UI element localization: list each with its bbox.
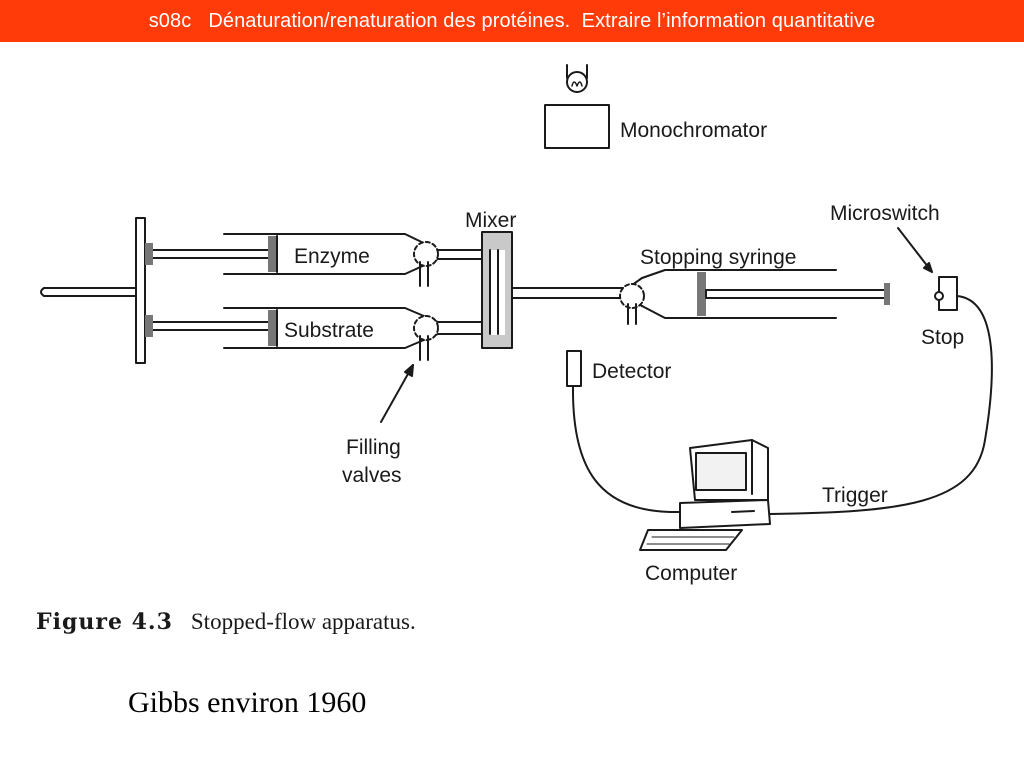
substrate-label: Substrate bbox=[284, 319, 374, 342]
microswitch-label: Microswitch bbox=[830, 202, 940, 225]
stopped-flow-diagram: Monochromator Mixer Microswitch Enzyme S… bbox=[40, 64, 993, 585]
enzyme-label: Enzyme bbox=[294, 245, 370, 268]
figure-caption: Figure 4.3 Stopped-flow apparatus. bbox=[36, 609, 416, 635]
computer-icon bbox=[639, 439, 771, 551]
source-note: Gibbs environ 1960 bbox=[128, 686, 367, 719]
computer-label: Computer bbox=[645, 562, 737, 585]
filling-valves-label-line2: valves bbox=[342, 464, 402, 487]
monochromator-box bbox=[544, 104, 610, 149]
stop-label: Stop bbox=[921, 326, 964, 349]
drive-plunger bbox=[40, 217, 146, 364]
figure-caption-text: Stopped-flow apparatus. bbox=[190, 609, 416, 634]
stopping-syringe-label: Stopping syringe bbox=[640, 246, 796, 269]
figure-number: Figure 4.3 bbox=[36, 609, 173, 635]
filling-valves-label-line1: Filling bbox=[346, 436, 401, 459]
monochromator-label: Monochromator bbox=[620, 119, 767, 142]
enzyme-syringe bbox=[144, 233, 439, 287]
stopping-syringe bbox=[619, 269, 890, 325]
detector-cable bbox=[571, 385, 693, 513]
light-source-icon bbox=[566, 64, 588, 93]
stop-block bbox=[934, 276, 958, 311]
mixer-label: Mixer bbox=[465, 209, 516, 232]
detector-label: Detector bbox=[592, 360, 671, 383]
detector-box bbox=[566, 350, 582, 387]
slide-title: s08c Dénaturation/renaturation des proté… bbox=[0, 0, 1024, 42]
trigger-label: Trigger bbox=[822, 484, 888, 507]
trigger-cable bbox=[769, 295, 993, 515]
substrate-syringe bbox=[144, 307, 439, 361]
